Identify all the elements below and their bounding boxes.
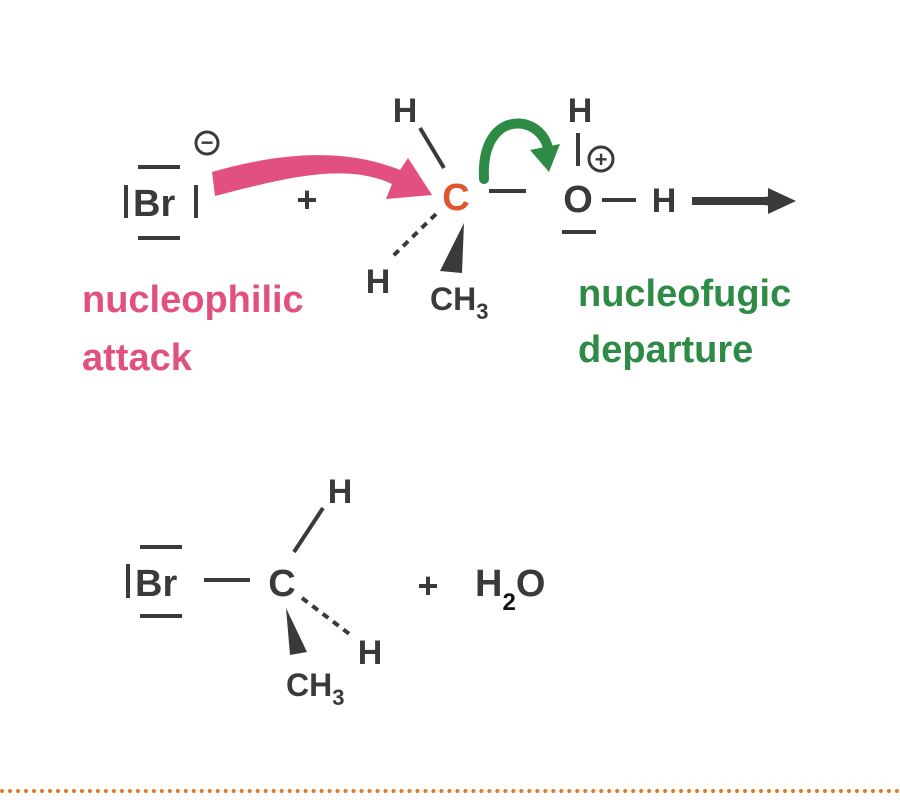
nucleophilic-attack-label-line2: attack bbox=[82, 337, 193, 379]
product-bromine-symbol: Br bbox=[135, 563, 177, 605]
product-plus-sign: + bbox=[417, 565, 438, 606]
product-hydrogen-right-symbol: H bbox=[358, 634, 383, 672]
product-hydrogen-top-symbol: H bbox=[328, 473, 353, 511]
product-carbon-symbol: C bbox=[268, 563, 295, 605]
negative-charge-circle bbox=[194, 130, 220, 156]
positive-charge-circle bbox=[587, 145, 615, 173]
water-product: H2O bbox=[475, 563, 545, 616]
reaction-arrow-head bbox=[768, 188, 796, 214]
central-carbon: C bbox=[442, 177, 469, 219]
product-bond-c-h-dashed bbox=[300, 596, 354, 638]
departure-arrowhead bbox=[530, 144, 560, 172]
hydrogen-top-symbol: H bbox=[393, 92, 418, 130]
negative-charge-sign: − bbox=[201, 130, 214, 155]
methyl-group: CH3 bbox=[430, 281, 488, 324]
product-bond-c-h-top bbox=[292, 506, 325, 554]
oxygen-h-right-symbol: H bbox=[652, 182, 677, 220]
bromide-ion: Br − bbox=[124, 130, 220, 240]
footer-dotted-rule bbox=[0, 789, 900, 793]
oxygen-symbol: O bbox=[563, 179, 593, 221]
bromomethane-product: Br C H H CH3 bbox=[126, 473, 383, 710]
nucleofugic-departure-label-line1: nucleofugic bbox=[578, 273, 791, 315]
bond-c-h-dashed bbox=[391, 212, 438, 258]
reactant-plus-sign: + bbox=[296, 179, 317, 220]
nucleofugic-departure-arrow bbox=[478, 118, 553, 184]
wedge-bond-to-methyl bbox=[440, 223, 464, 273]
bond-c-h-top bbox=[418, 126, 446, 170]
nucleophilic-attack-arrow bbox=[212, 155, 432, 199]
positive-charge-sign: + bbox=[595, 147, 608, 172]
methyl-oxonium: H C H CH3 H + O H bbox=[366, 92, 677, 324]
bromide-symbol: Br bbox=[133, 183, 175, 225]
nucleofugic-departure-label-line2: departure bbox=[578, 329, 753, 371]
oxygen-h-top-symbol: H bbox=[568, 92, 593, 130]
product-methyl-group: CH3 bbox=[286, 667, 344, 710]
hydrogen-left-symbol: H bbox=[366, 263, 391, 301]
water-formula: H2O bbox=[475, 563, 545, 616]
nucleophilic-attack-label-line1: nucleophilic bbox=[82, 279, 304, 321]
product-wedge-bond bbox=[286, 608, 307, 655]
